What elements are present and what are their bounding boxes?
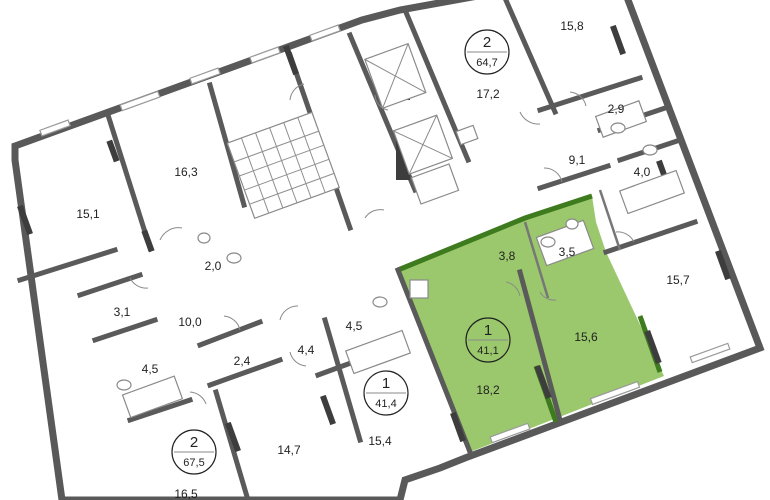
apartment-rooms: 1 xyxy=(382,375,390,392)
room-area-label: 9,1 xyxy=(569,153,586,167)
room-area-label: 17,2 xyxy=(476,87,500,101)
apartment-area: 67,5 xyxy=(183,457,204,469)
room-area-label: 15,7 xyxy=(666,273,690,287)
room-area-label: 15,4 xyxy=(368,434,392,448)
room-area-label: 4,5 xyxy=(142,362,159,376)
apartment-badge-circle xyxy=(464,29,510,75)
room-area-label: 15,6 xyxy=(574,330,598,344)
apartment-badge[interactable]: 2 64,7 xyxy=(464,29,510,75)
room-area-label: 15,8 xyxy=(560,19,584,33)
apartment-highlight-area xyxy=(398,196,664,452)
room-area-label: 10,0 xyxy=(178,315,202,329)
room-area-label: 3,5 xyxy=(559,245,576,259)
room-area-label: 3,8 xyxy=(499,249,516,263)
room-area-label: 4,4 xyxy=(298,343,315,357)
staircase xyxy=(226,111,341,220)
highlight-wall xyxy=(397,193,593,273)
apartment-rooms: 1 xyxy=(484,322,492,339)
apartment-badge[interactable]: 2 67,5 xyxy=(171,429,217,475)
room-area-label: 3,1 xyxy=(114,305,131,319)
apartment-badge-circle xyxy=(171,429,217,475)
apartment-badge-circle xyxy=(363,370,409,416)
room-area-label: 18,2 xyxy=(476,383,500,397)
room-area-label: 16,3 xyxy=(174,165,198,179)
room-area-label: 16,5 xyxy=(174,487,198,500)
room-area-label: 4,0 xyxy=(634,165,651,179)
apartment-badge[interactable]: 1 41,1 xyxy=(465,317,511,363)
room-area-label: 2,0 xyxy=(205,259,222,273)
apartment-badge-circle xyxy=(465,317,511,363)
room-area-label: 2,9 xyxy=(608,102,625,116)
apartment-rooms: 2 xyxy=(483,34,491,51)
apartment-badge[interactable]: 1 41,4 xyxy=(363,370,409,416)
room-labels: 15,8 17,2 2,9 9,1 4,0 16,3 15,1 2,0 3,8 … xyxy=(76,19,690,500)
room-area-label: 4,5 xyxy=(346,319,363,333)
room-area-label: 15,1 xyxy=(76,207,100,221)
apartment-area: 41,4 xyxy=(375,398,396,410)
windows xyxy=(39,24,731,444)
apartment-rooms: 2 xyxy=(190,434,198,451)
apartment-area: 64,7 xyxy=(476,57,497,69)
doors xyxy=(129,83,635,405)
interior-walls xyxy=(16,0,699,500)
room-area-label: 2,4 xyxy=(234,354,251,368)
apartment-area: 41,1 xyxy=(477,345,498,357)
sanitary-fixtures xyxy=(116,100,686,419)
elevator-shafts xyxy=(364,42,454,175)
room-area-label: 14,7 xyxy=(277,443,301,457)
